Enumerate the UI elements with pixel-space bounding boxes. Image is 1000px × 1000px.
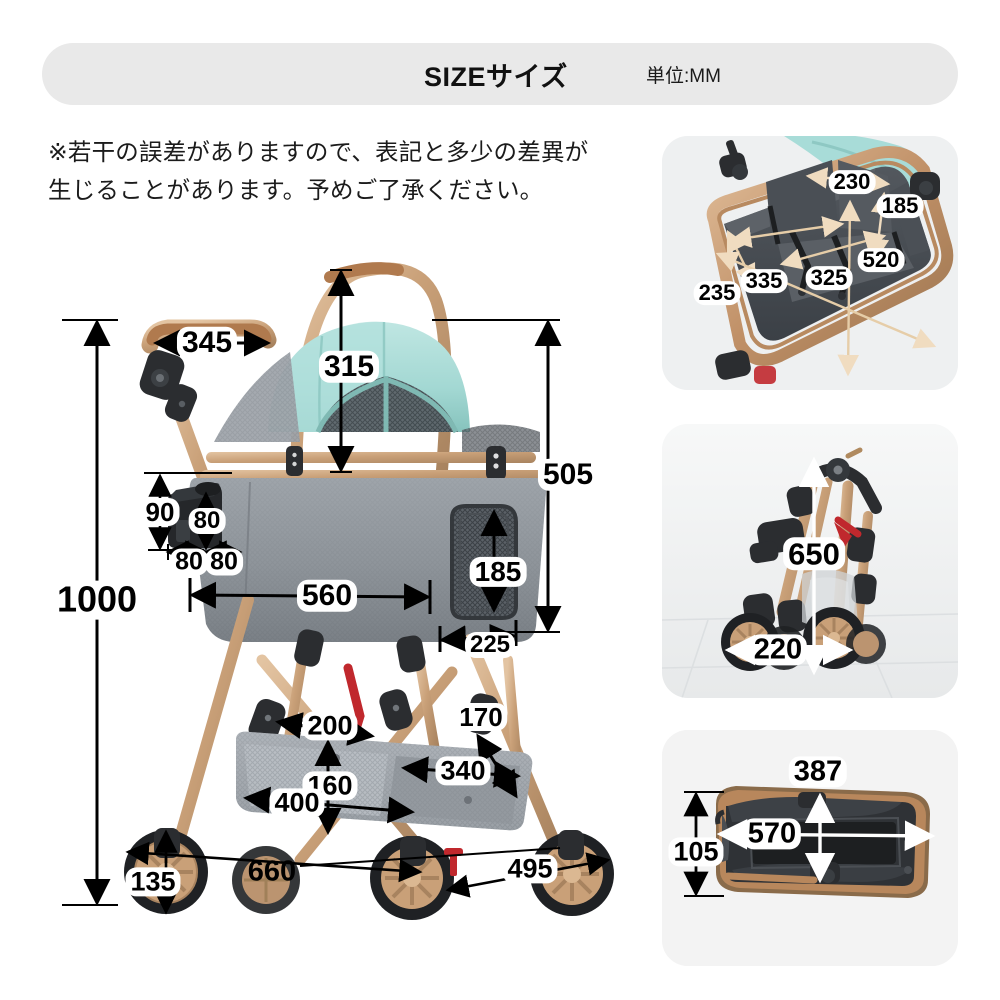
- page-title-bold: SIZE: [424, 61, 487, 92]
- dim-cupholder-depth: 80: [188, 508, 226, 534]
- dim-cupholder-width-b: 80: [205, 548, 243, 576]
- dim-basket-diagonal: 170: [454, 703, 508, 731]
- dim-interior-length: 520: [857, 248, 905, 272]
- dim-bed-width: 387: [788, 756, 848, 788]
- disclaimer-text: ※若干の誤差がありますので、表記と多少の差異が 生じることがあります。予めご了承…: [48, 133, 648, 209]
- dim-basket-depth: 340: [435, 756, 491, 786]
- dim-carrier-height: 505: [537, 458, 599, 492]
- dim-basket-top: 200: [302, 711, 358, 741]
- dim-overall-height: 1000: [51, 580, 143, 620]
- dim-folded-width: 220: [748, 634, 808, 666]
- stroller-side-view: 1000 345 315 505 90 80 80 80 560 185 225…: [51, 262, 614, 920]
- dim-basket-width: 400: [269, 788, 325, 818]
- dim-wheel-diameter: 135: [125, 867, 181, 897]
- interior-dimension-arrows: [715, 167, 937, 377]
- dim-wheelbase: 660: [247, 855, 297, 888]
- disclaimer-line-1: ※若干の誤差がありますので、表記と多少の差異が: [48, 139, 589, 165]
- dim-folded-height: 650: [783, 537, 845, 571]
- dim-window-offset: 225: [464, 632, 516, 658]
- page-title: SIZEサイズ: [424, 55, 568, 94]
- dim-carrier-length: 560: [296, 579, 358, 613]
- panel-folded-view: 650 220: [662, 424, 958, 698]
- dim-canopy-height: 315: [318, 350, 380, 384]
- dim-bed-height: 105: [668, 837, 724, 867]
- panel-interior-top-view: 230 185 235 335 325 520: [662, 136, 958, 390]
- dim-seat-back-width: 230: [828, 170, 876, 194]
- header-bar: SIZEサイズ 単位:MM: [42, 43, 958, 105]
- page-title-jp: サイズ: [486, 61, 568, 92]
- disclaimer-line-2: 生じることがあります。予めご了承ください。: [48, 177, 544, 203]
- dim-cupholder-height: 90: [140, 498, 180, 526]
- dim-cupholder-width-a: 80: [170, 548, 208, 576]
- main-dimension-arrows: [62, 269, 611, 915]
- dim-rear-track: 495: [502, 854, 558, 884]
- dim-seat-width: 325: [805, 266, 853, 290]
- dim-side-wall-height: 185: [876, 194, 924, 218]
- dim-foot-width: 235: [693, 281, 741, 305]
- dim-bed-length: 570: [742, 818, 802, 850]
- dim-handle-width: 345: [176, 326, 238, 360]
- dim-mid-width: 335: [740, 269, 788, 293]
- unit-label: 単位:MM: [646, 65, 721, 87]
- panel-carrier-bed: 387 570 105: [662, 730, 958, 966]
- dim-window-height: 185: [469, 556, 527, 588]
